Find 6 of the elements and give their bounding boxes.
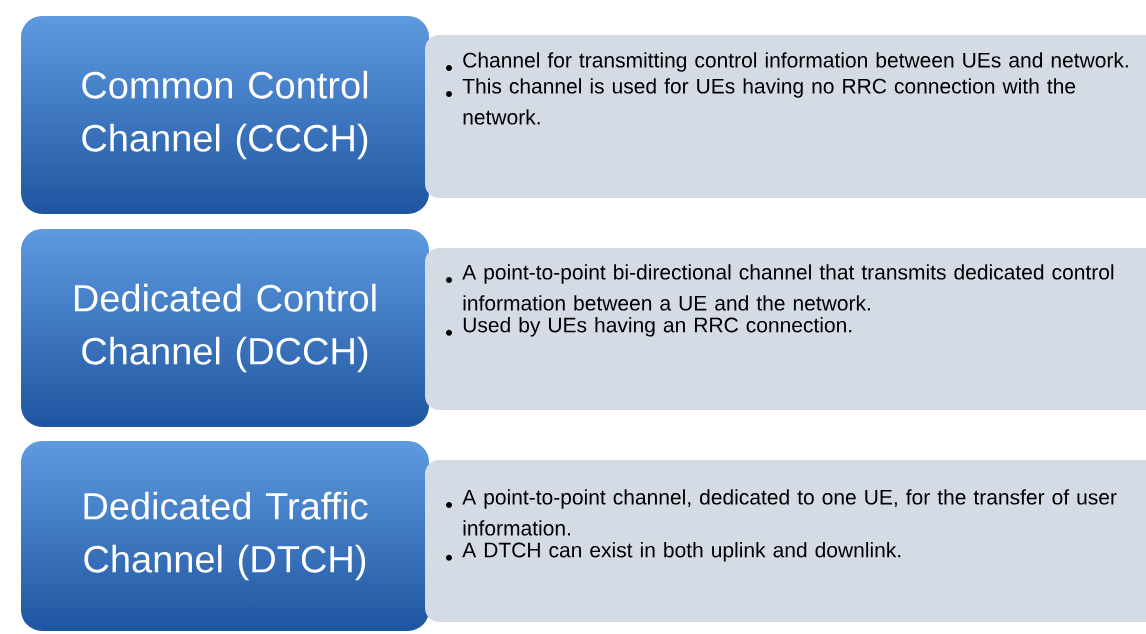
description-panel: A point-to-point channel, dedicated to one UE, for the transfer of user information. A DTCH can exist in both uplink and downlink. [425,460,1146,622]
description-panel: Channel for transmitting control information between UEs and network. This channel is used for UEs having no RRC connection with the network. [425,35,1146,198]
channel-box: Common Control Channel (CCCH) [19,14,431,216]
channel-box: Dedicated Control Channel (DCCH) [19,227,431,429]
description-panel: A point-to-point bi-directional channel that transmits dedicated control information between a UE and the network. Used by UEs having an RRC connection. [425,248,1146,410]
channel-box: Dedicated Traffic Channel (DTCH) [19,439,431,633]
